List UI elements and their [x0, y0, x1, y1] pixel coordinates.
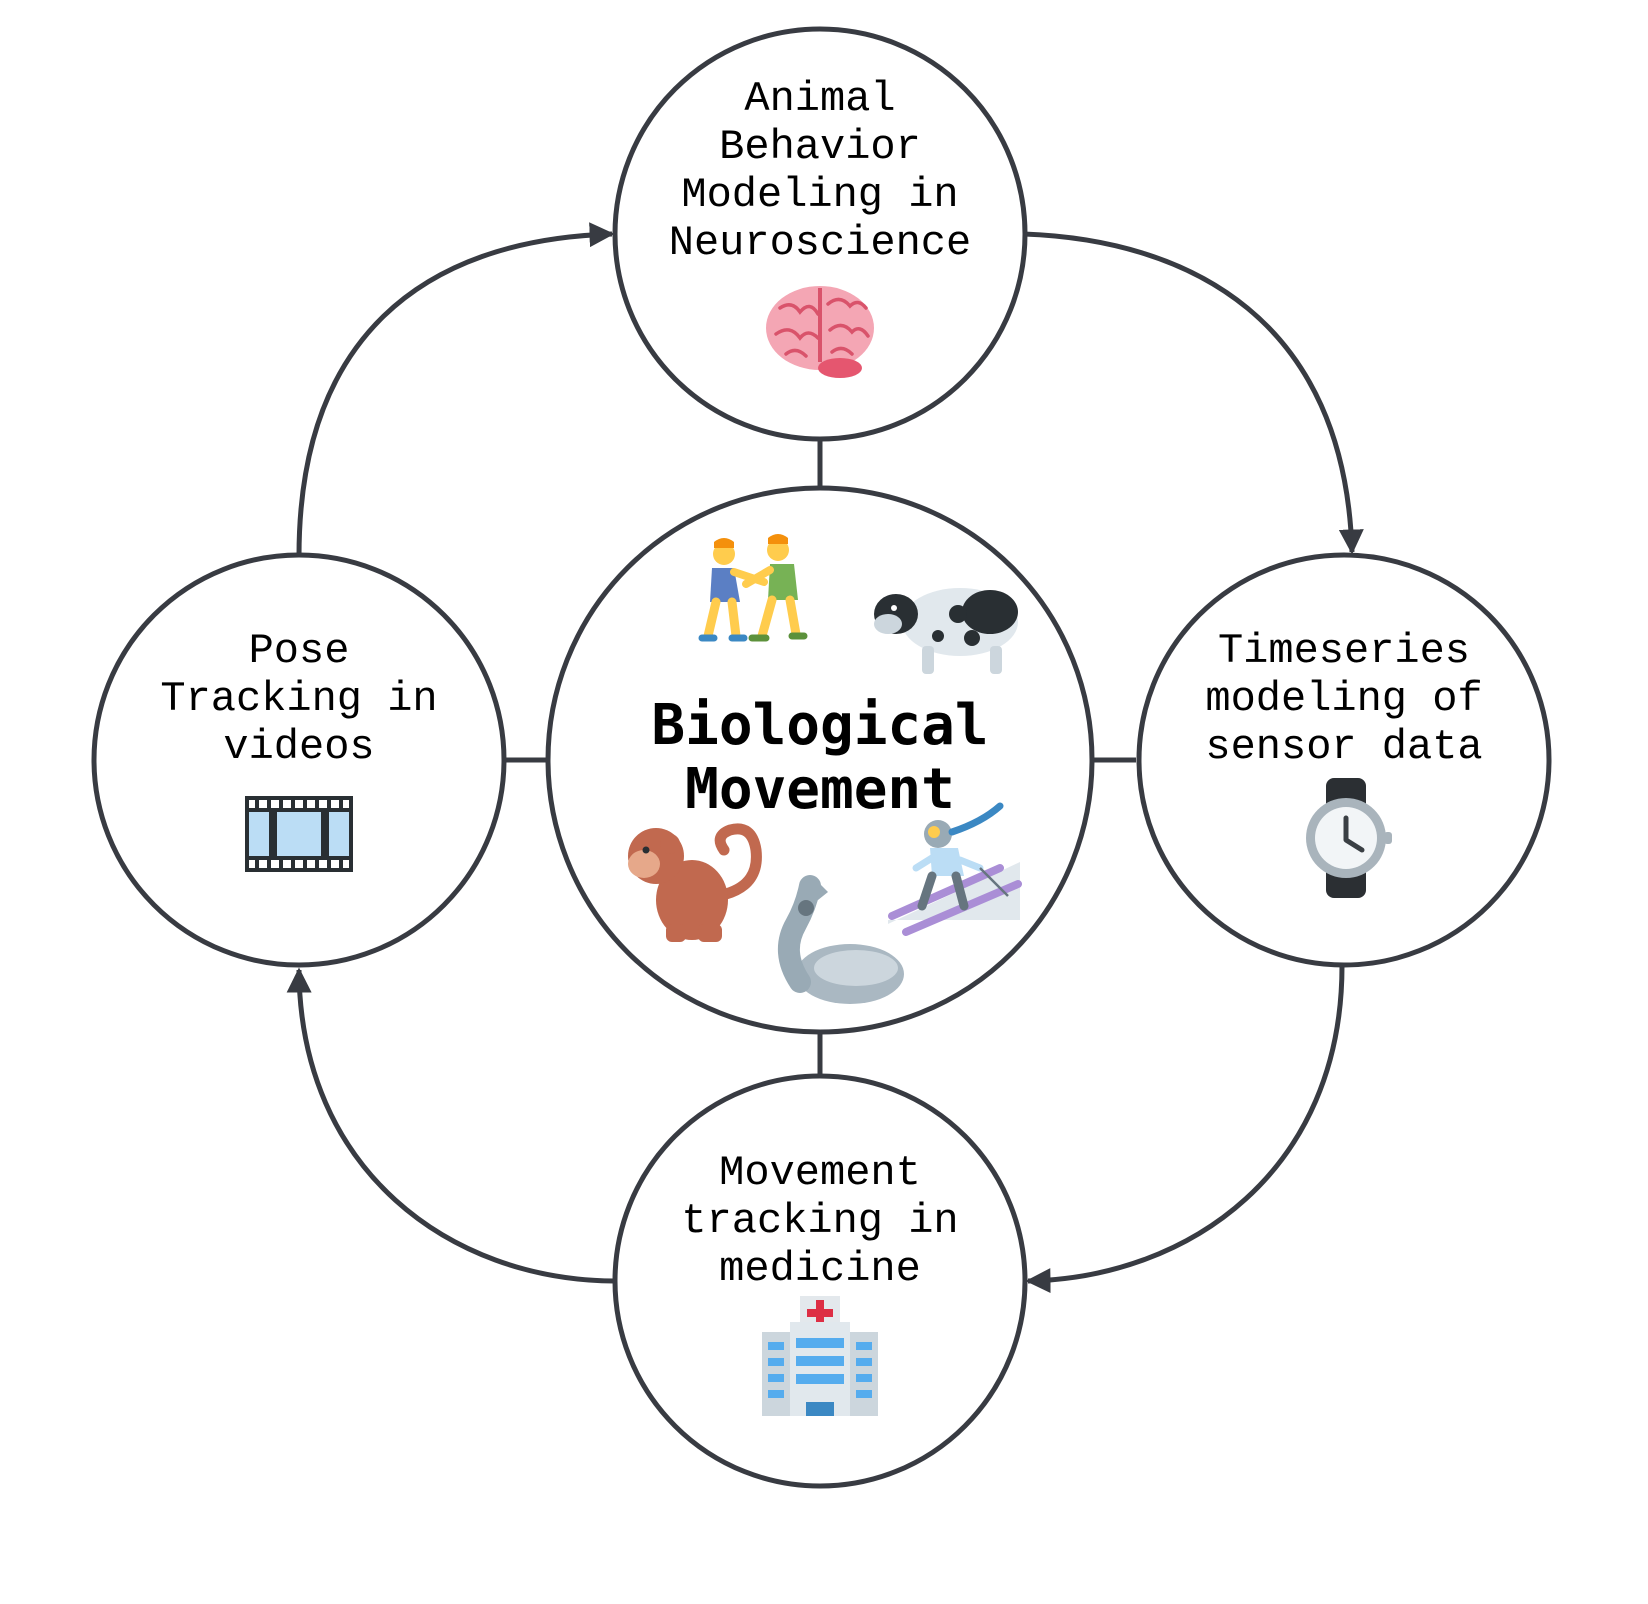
arrow-right-to-bottom: [1025, 965, 1345, 1294]
top-node-line-3: Modeling in: [681, 171, 958, 219]
node-circle-right: [1136, 552, 1552, 968]
watch-icon: [1306, 778, 1392, 898]
left-node-line-2: Tracking in: [160, 675, 437, 723]
film-strip-icon: [245, 796, 353, 872]
monkey-icon: [628, 823, 762, 942]
mechanical-arm-icon: [777, 875, 904, 1004]
arrow-bottom-to-left: [286, 967, 615, 1284]
center-title-line-1: Biological: [651, 693, 988, 758]
top-node-line-2: Behavior: [719, 123, 921, 171]
node-circle-left: [91, 552, 507, 968]
left-node-line-3: videos: [223, 723, 374, 771]
wrestlers-icon: [698, 534, 808, 642]
node-circle-bottom: [612, 1073, 1028, 1489]
right-node-line-2: modeling of: [1205, 675, 1482, 723]
center-title-line-2: Movement: [685, 757, 955, 822]
right-node-line-3: sensor data: [1205, 723, 1482, 771]
node-circle-top: [612, 26, 1028, 442]
top-node-line-1: Animal: [744, 75, 895, 123]
bottom-node-line-1: Movement: [719, 1149, 921, 1197]
bottom-node-line-3: medicine: [719, 1245, 921, 1293]
bottom-node-line-2: tracking in: [681, 1197, 958, 1245]
brain-icon: [766, 286, 874, 378]
cow-icon: [874, 588, 1018, 674]
hospital-icon: [762, 1296, 878, 1416]
arrow-left-to-top: [296, 222, 615, 557]
top-node-line-4: Neuroscience: [669, 219, 971, 267]
left-node-line-1: Pose: [249, 627, 350, 675]
skier-icon: [888, 802, 1022, 936]
right-node-line-1: Timeseries: [1218, 627, 1470, 675]
arrow-top-to-right: [1023, 231, 1364, 555]
